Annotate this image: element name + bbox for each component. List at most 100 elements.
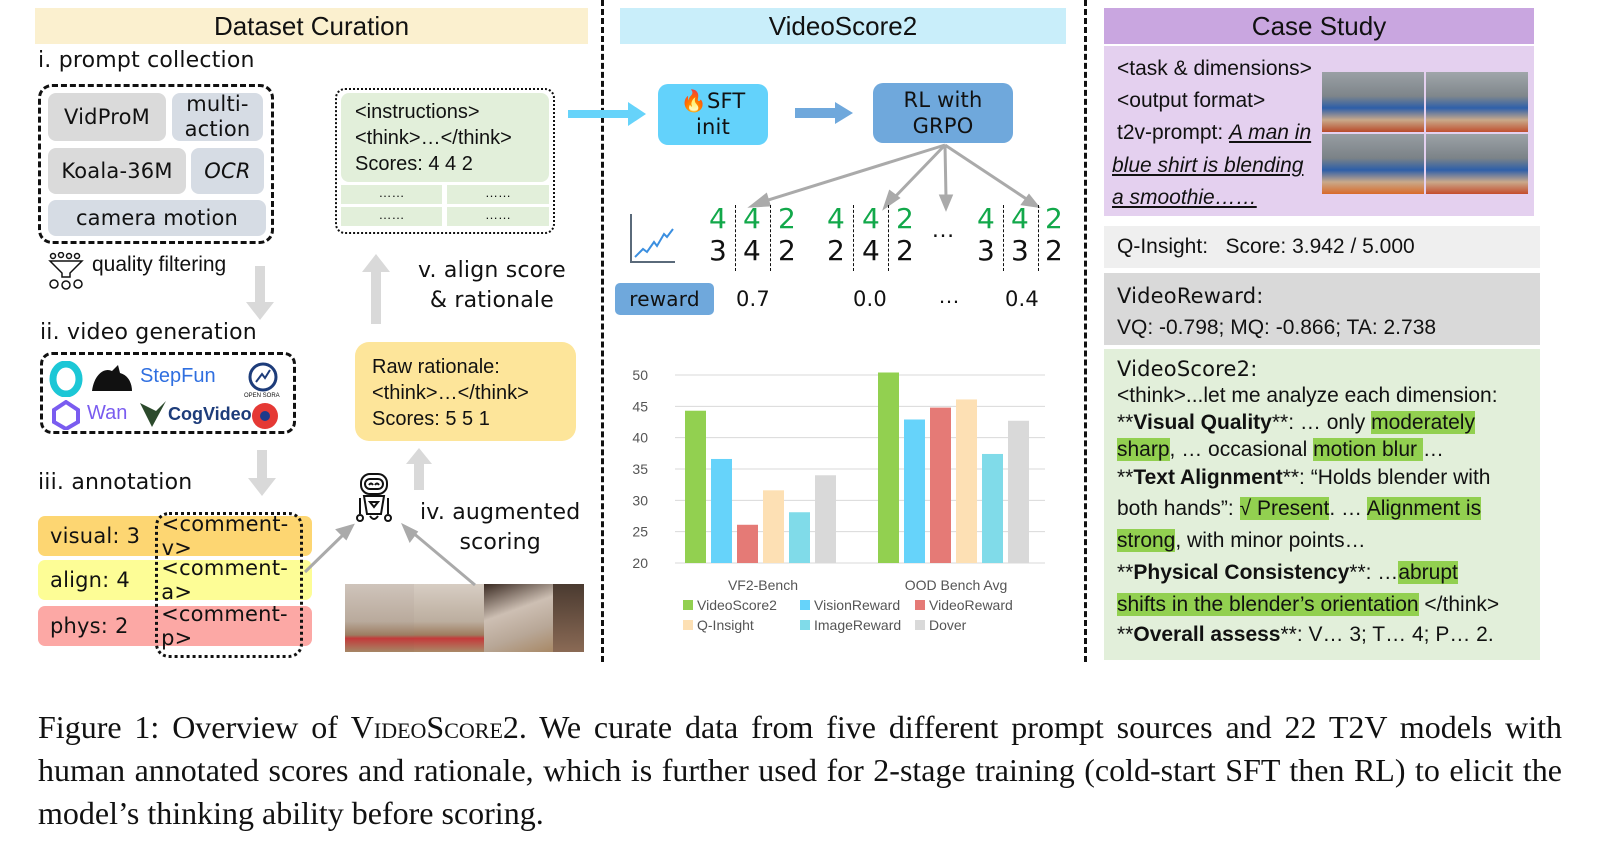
model-cogvideo: CogVideo [168, 404, 252, 424]
rationale-text: **: … only [1271, 411, 1372, 434]
quality-filtering-label: quality filtering [92, 253, 227, 276]
placeholder-cell: …… [447, 185, 549, 204]
bar-videoscore2 [878, 372, 899, 563]
target-score: 2 [895, 202, 914, 235]
ellipsis: … [938, 283, 960, 308]
videoreward-result: VideoReward: VQ: -0.798; MQ: -0.866; TA: … [1104, 273, 1540, 345]
rationale-line: **Visual Quality**: … only moderately [1117, 411, 1475, 435]
rationale-text: … [1422, 438, 1444, 461]
rl-label: RL with [903, 88, 983, 112]
aligned-line: <instructions> [355, 101, 480, 123]
annotation-row-align: align: 4 <comment-a> [38, 556, 312, 604]
model-open-sora: OPEN SORA [244, 393, 280, 399]
highlighted-text: Alignment is [1366, 497, 1482, 520]
target-score: 4 [861, 202, 880, 235]
rationale-line: shifts in the blender’s orientation </th… [1117, 593, 1499, 617]
step-label: iv. augmented [420, 500, 581, 525]
reward-value: 0.0 [853, 287, 887, 311]
rationale-line: both hands”: √ Present. … Alignment is [1117, 497, 1482, 521]
annotation-comment: <comment-a> [161, 556, 289, 604]
source-multi-action: multi- action [172, 92, 263, 141]
bar-visionreward [904, 419, 925, 563]
robot-icon [356, 473, 392, 522]
source-ocr: OCR [191, 148, 264, 194]
arrow-down-icon [248, 450, 276, 496]
annotation-comment: <comment-v> [161, 512, 289, 560]
placeholder-cell: …… [341, 185, 442, 204]
raw-line: <think>…</think> [372, 382, 529, 404]
rationale-text: . … [1329, 497, 1367, 520]
target-score: 2 [1044, 202, 1063, 235]
arrow-up-icon [406, 448, 432, 490]
raw-line: Scores: 5 5 1 [372, 408, 490, 430]
section-header-case-study: Case Study [1104, 8, 1534, 44]
step-label: & rationale [429, 288, 554, 313]
y-tick-label: 35 [632, 461, 648, 477]
legend-label: VideoScore2 [697, 597, 777, 613]
caption-text: Figure 1: Overview of [38, 709, 351, 745]
target-score: 4 [826, 202, 845, 235]
rationale-text: ** [1117, 623, 1134, 646]
legend-swatch [800, 620, 810, 630]
model-logo-icon [49, 361, 83, 397]
sft-init-box: 🔥SFT init [658, 84, 768, 145]
rationale-line: <think>...let me analyze each dimension: [1117, 384, 1498, 408]
step-align-score: v. align score & rationale [418, 256, 566, 316]
rationale-text: ** [1117, 466, 1134, 489]
model-stepfun: StepFun [140, 365, 216, 387]
sft-label: init [695, 115, 730, 139]
divider [770, 205, 771, 271]
rationale-text: Text Alignment [1133, 466, 1283, 489]
step-label: v. align score [418, 258, 566, 283]
arrow-right-icon [568, 102, 646, 126]
sft-label: SFT [706, 89, 746, 113]
target-score: 4 [742, 202, 761, 235]
flow-arrows [303, 522, 476, 587]
annotation-score: align: 4 [50, 568, 130, 592]
predicted-score: 2 [826, 234, 845, 267]
rationale-line: **Text Alignment**: “Holds blender with [1117, 466, 1490, 490]
step-prompt-collection: i. prompt collection [38, 48, 255, 73]
rationale-text: , … occasional [1169, 438, 1314, 461]
highlighted-text: shifts in the blender’s orientation [1117, 593, 1419, 616]
y-tick-label: 40 [632, 430, 648, 446]
section-header-dataset-curation: Dataset Curation [35, 8, 588, 44]
highlighted-text: strong [1117, 529, 1176, 552]
videoreward-title: VideoReward: [1117, 284, 1264, 308]
caption-model-name: VideoScore2 [350, 709, 519, 745]
divider [735, 205, 736, 271]
trend-chart-icon [630, 214, 675, 263]
videoreward-scores: VQ: -0.798; MQ: -0.866; TA: 2.738 [1117, 316, 1437, 339]
model-logo-icon [252, 403, 278, 429]
annotation-row-visual: visual: 3<comment-v> [38, 512, 312, 560]
rationale-text: both hands”: [1117, 497, 1240, 520]
model-wan: Wan [87, 402, 128, 424]
bar-dover [1008, 420, 1029, 563]
predicted-score: 2 [1044, 234, 1063, 267]
case-video-frames [1322, 72, 1528, 194]
annotation-score: phys: 2 [50, 614, 129, 638]
y-tick-label: 45 [632, 398, 648, 414]
legend-swatch [800, 600, 810, 610]
source-vidprom: VidProM [48, 93, 166, 141]
x-category-label: OOD Bench Avg [905, 577, 1007, 593]
target-score: 2 [777, 202, 796, 235]
raw-rationale-box: Raw rationale: <think>…</think> Scores: … [355, 342, 576, 441]
bar-visionreward [711, 458, 732, 563]
highlighted-text: motion blur [1313, 438, 1423, 461]
step-label: scoring [459, 530, 541, 555]
y-tick-label: 25 [632, 524, 648, 540]
bar-imagereward [789, 512, 810, 563]
comments-group-box [155, 512, 303, 658]
rl-label: GRPO [912, 114, 974, 138]
step-augmented-scoring: iv. augmented scoring [420, 498, 580, 558]
step-annotation: iii. annotation [38, 470, 193, 495]
rationale-text: **: … [1349, 561, 1399, 584]
divider [853, 205, 854, 271]
rationale-text: ** [1117, 561, 1134, 584]
rl-grpo-box: RL with GRPO [873, 83, 1013, 143]
rationale-text: </think> [1418, 593, 1500, 616]
bar-q-insight [763, 490, 784, 563]
prompt-line: <task & dimensions> [1117, 57, 1312, 80]
